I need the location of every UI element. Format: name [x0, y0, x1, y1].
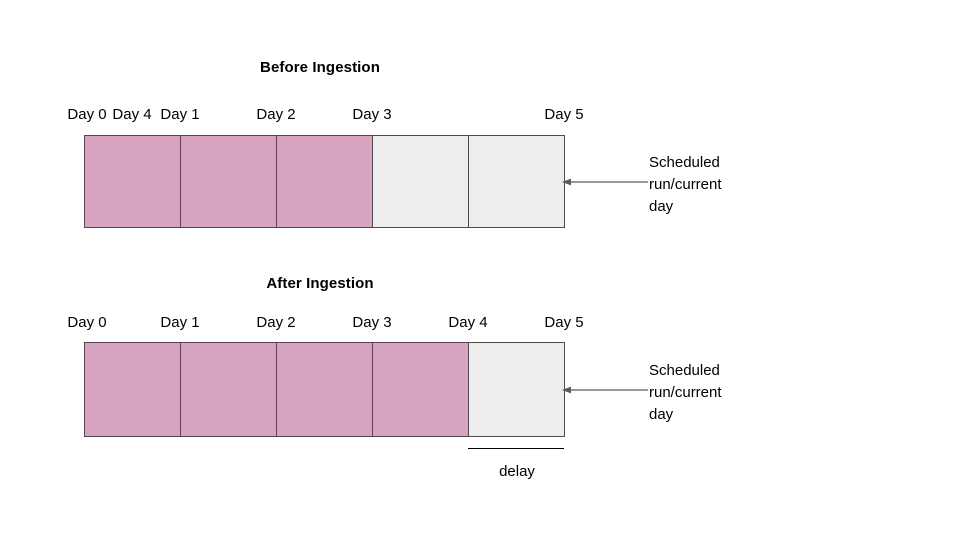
after-ingestion-title: After Ingestion [266, 275, 374, 292]
day-label-5: Day 5 [544, 314, 584, 331]
timeline-cell-day0 [85, 136, 181, 227]
timeline-cell-day4 [469, 343, 564, 436]
day-label-1: Day 1 [160, 314, 200, 331]
timeline-cell-day2 [277, 136, 373, 227]
day-label-5: Day 5 [544, 106, 584, 123]
before-ingestion-title: Before Ingestion [260, 59, 380, 76]
day-label-0: Day 0 [67, 106, 107, 123]
day-label-4: Day 4 [448, 314, 488, 331]
before-day-labels: Day 0 Day 1 Day 2 Day 3 Day 4 Day 5 [67, 106, 583, 126]
timeline-cell-day0 [85, 343, 181, 436]
day-label-1: Day 1 [160, 106, 200, 123]
day-label-0: Day 0 [67, 314, 107, 331]
delay-bracket-line [468, 448, 564, 449]
timeline-cell-day2 [277, 343, 373, 436]
before-callout-arrow [560, 176, 650, 188]
day-label-2: Day 2 [256, 314, 296, 331]
day-label-2: Day 2 [256, 106, 296, 123]
after-day-labels: Day 0 Day 1 Day 2 Day 3 Day 4 Day 5 [67, 314, 583, 334]
timeline-cell-day3 [373, 136, 469, 227]
timeline-cell-day4 [469, 136, 564, 227]
delay-label: delay [499, 463, 535, 480]
day-label-3: Day 3 [352, 106, 392, 123]
day-label-4: Day 4 [112, 106, 152, 123]
timeline-cell-day3 [373, 343, 469, 436]
before-timeline-bar [84, 135, 565, 228]
after-scheduled-run-callout: Scheduled run/current day [649, 362, 722, 423]
after-callout-arrow [560, 384, 650, 396]
delay-annotation: delay [468, 448, 566, 480]
timeline-cell-day1 [181, 343, 277, 436]
timeline-cell-day1 [181, 136, 277, 227]
after-timeline-bar [84, 342, 565, 437]
before-scheduled-run-callout: Scheduled run/current day [649, 154, 722, 215]
day-label-3: Day 3 [352, 314, 392, 331]
